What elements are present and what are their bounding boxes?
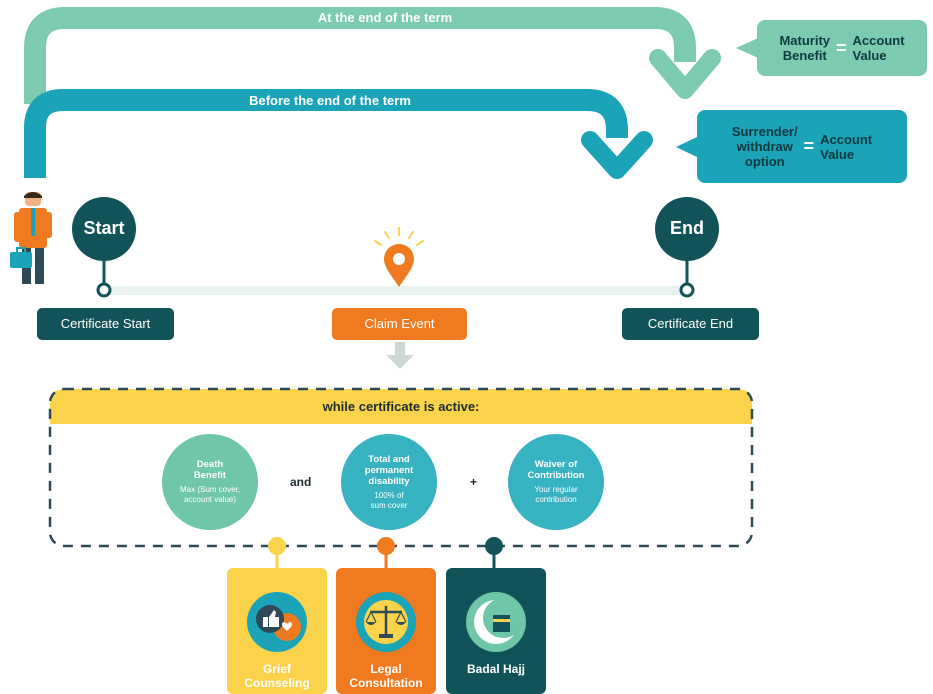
end-pin	[655, 197, 719, 261]
briefcase-icon	[10, 247, 32, 268]
benefits-box-border	[48, 387, 754, 548]
benefits-title: while certificate is active:	[322, 399, 480, 414]
legal-label: Legal Consultation	[349, 662, 423, 690]
waiver-circle: Waiver of Contribution Your regular cont…	[508, 434, 604, 530]
maturity-equals: =	[836, 37, 847, 58]
top-arrow-head	[649, 49, 721, 99]
joiner-plus: +	[470, 475, 478, 489]
bottom-arrow-head	[581, 131, 653, 179]
hajj-card-text: Badal Hajj	[446, 568, 546, 694]
location-pin-icon	[374, 227, 424, 287]
tpd-circle: Total and permanent disability 100% of s…	[341, 434, 437, 530]
maturity-label: Maturity Benefit	[779, 33, 831, 63]
bottom-arrow	[24, 89, 628, 178]
certificate-end-pill: Certificate End	[622, 308, 759, 340]
start-pin	[72, 197, 136, 261]
waiver-title: Waiver of Contribution	[527, 459, 585, 481]
tpd-sub: 100% of sum cover	[370, 490, 408, 510]
grief-dot	[268, 537, 286, 555]
top-arrow-label: At the end of the term	[317, 10, 453, 25]
kaaba-crescent-icon	[466, 592, 526, 652]
benefits-box-header	[50, 389, 752, 424]
top-arrow	[24, 7, 696, 104]
surrender-callout-pointer	[676, 137, 697, 157]
certificate-start-pill: Certificate Start	[37, 308, 174, 340]
claim-event-pill: Claim Event	[332, 308, 467, 340]
surrender-equals: =	[803, 136, 815, 156]
bottom-arrow-label: Before the end of the term	[249, 93, 411, 108]
death-benefit-circle: Death Benefit Max (Sum cover, account va…	[162, 434, 258, 530]
start-node	[96, 282, 112, 298]
person-icon	[14, 192, 52, 284]
surrender-label: Surrender/ withdraw option	[731, 124, 798, 169]
tpd-title: Total and permanent disability	[364, 453, 414, 487]
down-arrow-icon	[386, 342, 414, 369]
benefits-box: while certificate is active:	[50, 389, 752, 546]
scales-icon	[356, 592, 416, 652]
start-pin-label: Start	[83, 218, 125, 238]
grief-card-text: Grief Counseling	[227, 568, 327, 694]
maturity-callout: Maturity Benefit = Account Value	[757, 20, 927, 76]
waiver-sub: Your regular contribution	[534, 485, 578, 504]
timeline-track	[100, 286, 690, 295]
legal-dot	[377, 537, 395, 555]
thumbs-up-chat-icon	[247, 592, 307, 652]
maturity-value: Account Value	[852, 33, 905, 63]
hajj-dot	[485, 537, 503, 555]
surrender-value: Account Value	[820, 131, 873, 162]
hajj-label: Badal Hajj	[466, 662, 526, 676]
surrender-callout: Surrender/ withdraw option = Account Val…	[697, 110, 907, 183]
end-node	[679, 282, 695, 298]
legal-card-text: Legal Consultation	[336, 568, 436, 694]
maturity-callout-pointer	[736, 38, 758, 58]
end-pin-label: End	[670, 218, 704, 238]
death-benefit-title: Death Benefit	[193, 459, 227, 481]
death-benefit-sub: Max (Sum cover, account value)	[179, 485, 240, 504]
joiner-and: and	[290, 475, 312, 489]
grief-label: Grief Counseling	[244, 662, 310, 690]
